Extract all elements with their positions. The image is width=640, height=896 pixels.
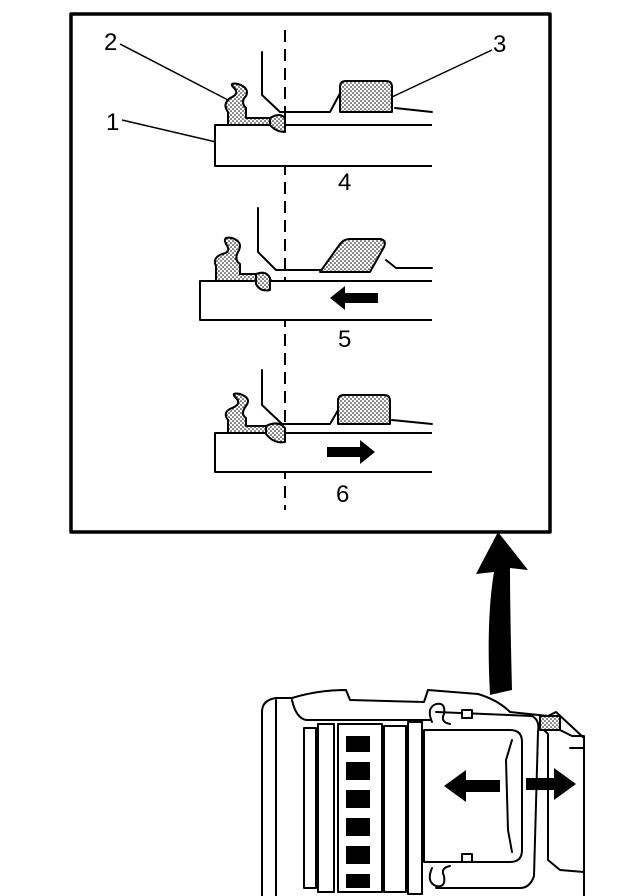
caliper-bore-5 [257,207,329,271]
arrow-left-5 [330,286,378,310]
square-seal-4 [339,80,393,113]
dust-boot-6 [224,392,283,434]
piston-body-5 [199,280,432,321]
piston-body-6 [214,432,432,473]
leader-2 [119,43,229,101]
bore-outer-right [539,725,585,873]
piston-bore-housing [435,711,540,889]
label-1: 1 [106,109,119,136]
inner-pad [383,725,407,893]
caliper-bore-4 [261,51,346,113]
seal-upper [461,709,473,719]
rotor-slot-4 [346,818,370,836]
label-3: 3 [493,31,506,58]
curved-pointer-arrow [476,532,528,695]
rotor-slot-3 [346,790,370,808]
dust-boot-5 [213,236,273,282]
view-5: 5 [199,207,433,353]
dust-boot-lip-6 [265,422,286,444]
dust-boot-lip-5 [255,271,271,292]
dust-boot-lip-4 [269,114,286,133]
caliper-surface-5 [385,259,433,269]
detail-frame [69,12,552,534]
caliper-surface-6 [391,419,433,425]
rotor-slot-6 [346,874,370,888]
label-5: 5 [338,326,351,353]
dust-boot-lower [428,865,451,888]
leader-3 [391,49,493,98]
view-6: 6 [214,369,433,508]
view-4: 4 [214,51,433,196]
pad-plate-a [303,727,317,889]
label-4: 4 [338,169,351,196]
dust-boot-4 [224,82,283,126]
square-seal-6 [337,394,391,425]
rotor-slot-2 [346,762,370,780]
inner-pad-backing [407,721,423,895]
piston-arrow-left [444,770,500,802]
arrow-right-6 [327,440,375,464]
caliper-assembly [261,689,585,896]
dust-boot-upper [428,702,451,725]
square-seal-5 [319,238,386,273]
caliper-surface-4 [394,107,433,113]
caliper-housing-outline [261,689,585,896]
caliper-piston [423,729,523,863]
pad-plate-b [317,723,335,893]
rotor-slot-1 [346,736,370,752]
seal-lower [461,853,473,863]
label-2: 2 [104,29,117,56]
caliper-bore-6 [261,369,345,425]
bleeder-body [559,729,585,749]
leader-1 [121,119,217,143]
piston-body-4 [214,124,432,167]
piston-inner-wall [505,739,513,853]
housing-arrow-right [526,768,576,800]
label-6: 6 [336,481,349,508]
bleeder-screw [539,715,561,731]
rotor-slot-5 [346,846,370,864]
housing-upper-inner [291,699,431,721]
